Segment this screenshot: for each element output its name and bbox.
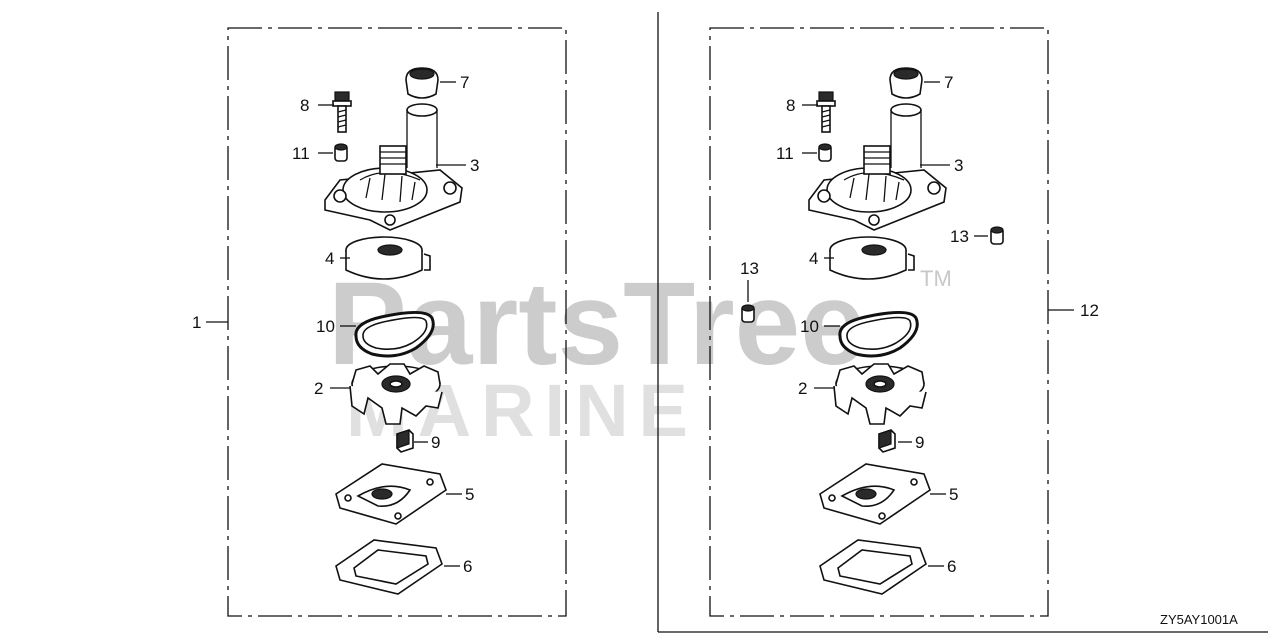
- gasket-icon: [335, 539, 443, 595]
- right-callout-5: 5: [949, 485, 958, 504]
- left-callout-9: 9: [431, 433, 440, 452]
- left-callout-10: 10: [316, 317, 335, 336]
- right-callout-3: 3: [954, 156, 963, 175]
- dowel-pin-icon: [818, 143, 832, 162]
- left-kit-callout: 1: [192, 313, 201, 332]
- impeller-key-icon: [396, 429, 414, 453]
- left-callout-4: 4: [325, 249, 334, 268]
- cam-insert-icon: [345, 236, 431, 280]
- right-kit-callout: 12: [1080, 301, 1099, 320]
- impeller-key-icon: [878, 429, 896, 453]
- drawing-code: ZY5AY1001A: [1160, 612, 1238, 627]
- right-callout-6: 6: [947, 557, 956, 576]
- left-kit: 1 8 7 11 3 4 10 2 9 5 6: [192, 27, 567, 617]
- wear-plate-icon: [335, 463, 447, 525]
- left-callout-6: 6: [463, 557, 472, 576]
- right-callout-13-lower: 13: [740, 259, 759, 278]
- dowel-pin-icon: [990, 226, 1004, 245]
- right-callout-8: 8: [786, 96, 795, 115]
- left-callout-11: 11: [292, 144, 310, 163]
- bolt-icon: [816, 91, 836, 133]
- right-callout-4: 4: [809, 249, 818, 268]
- dowel-pin-icon: [334, 143, 348, 162]
- bolt-icon: [332, 91, 352, 133]
- grommet-icon: [889, 67, 923, 99]
- right-callout-7: 7: [944, 73, 953, 92]
- left-callout-3: 3: [470, 156, 479, 175]
- right-callout-9: 9: [915, 433, 924, 452]
- water-tube-icon: [890, 103, 922, 169]
- grommet-icon: [405, 67, 439, 99]
- wear-plate-icon: [819, 463, 931, 525]
- left-callout-8: 8: [300, 96, 309, 115]
- left-callout-7: 7: [460, 73, 469, 92]
- right-callout-11: 11: [776, 144, 794, 163]
- gasket-icon: [819, 539, 927, 595]
- watermark-trademark: TM: [920, 266, 952, 291]
- dowel-pin-icon: [741, 304, 755, 323]
- water-tube-icon: [406, 103, 438, 169]
- right-callout-2: 2: [798, 379, 807, 398]
- right-callout-13-upper: 13: [950, 227, 969, 246]
- right-kit-frame: [709, 27, 1049, 617]
- right-callout-10: 10: [800, 317, 819, 336]
- left-callout-2: 2: [314, 379, 323, 398]
- right-kit: 12 8 7 11 3 13 4 13 10 2 9 5: [709, 27, 1099, 617]
- impeller-icon: [833, 363, 927, 425]
- left-callout-5: 5: [465, 485, 474, 504]
- cam-insert-icon: [829, 236, 915, 280]
